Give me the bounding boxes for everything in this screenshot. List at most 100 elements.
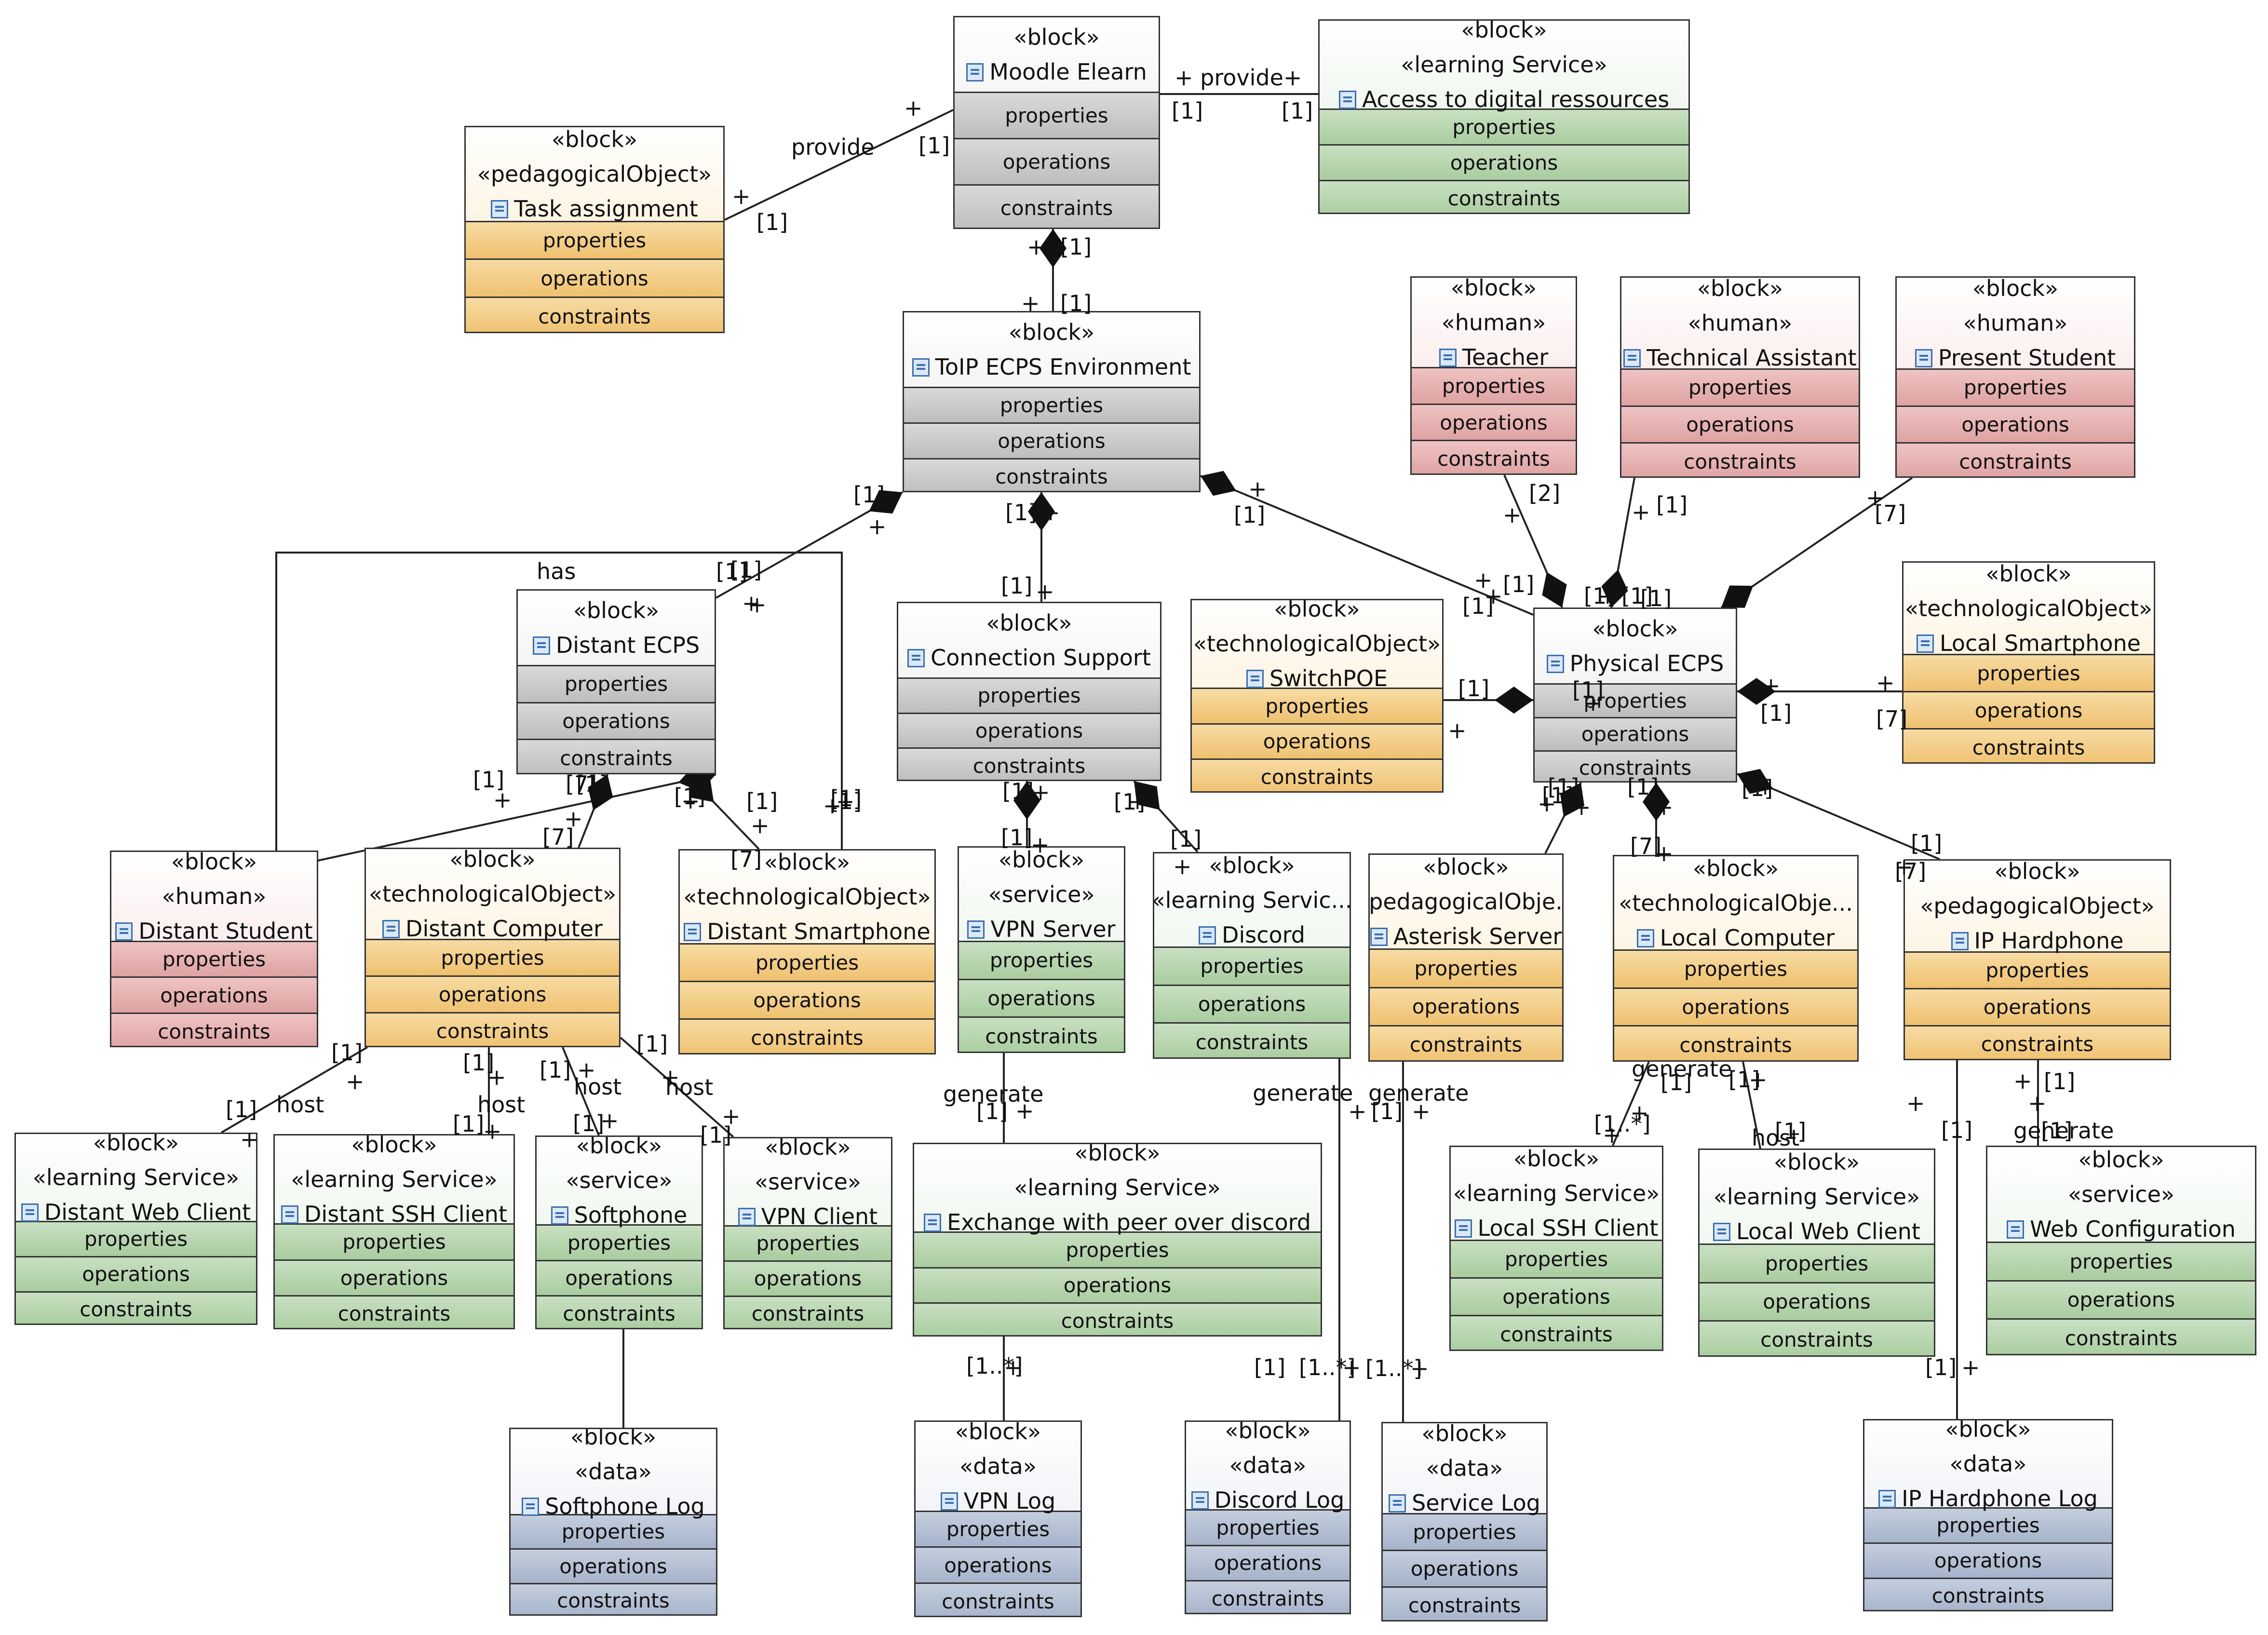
- block-localssh[interactable]: «block»«learning Service»Local SSH Clien…: [1449, 1146, 1663, 1351]
- compartment-constraints[interactable]: constraints: [1535, 750, 1736, 781]
- compartment-constraints[interactable]: constraints: [1154, 1022, 1350, 1057]
- compartment-properties[interactable]: properties: [1905, 951, 2170, 988]
- compartment-properties[interactable]: properties: [518, 665, 715, 702]
- compartment-operations[interactable]: operations: [366, 975, 619, 1013]
- connector-c2[interactable]: [724, 109, 954, 221]
- compartment-operations[interactable]: operations: [1700, 1282, 1934, 1320]
- compartment-operations[interactable]: operations: [1154, 984, 1350, 1023]
- compartment-operations[interactable]: operations: [1383, 1550, 1546, 1587]
- compartment-constraints[interactable]: constraints: [904, 458, 1199, 491]
- block-localweb[interactable]: «block»«learning Service»Local Web Clien…: [1698, 1149, 1935, 1357]
- compartment-properties[interactable]: properties: [1904, 654, 2154, 691]
- compartment-properties[interactable]: properties: [1621, 368, 1859, 405]
- compartment-constraints[interactable]: constraints: [1370, 1025, 1562, 1060]
- compartment-properties[interactable]: properties: [1987, 1241, 2255, 1280]
- compartment-properties[interactable]: properties: [1864, 1507, 2112, 1542]
- connector-c29[interactable]: [1612, 1061, 1650, 1146]
- connector-c23[interactable]: [562, 1047, 600, 1136]
- compartment-operations[interactable]: operations: [1905, 988, 2170, 1025]
- compartment-properties[interactable]: properties: [725, 1225, 891, 1260]
- compartment-constraints[interactable]: constraints: [1864, 1577, 2112, 1610]
- compartment-properties[interactable]: properties: [1154, 946, 1350, 985]
- block-distcomp[interactable]: «block»«technologicalObject»Distant Comp…: [364, 848, 621, 1047]
- compartment-operations[interactable]: operations: [916, 1546, 1080, 1583]
- compartment-constraints[interactable]: constraints: [537, 1295, 702, 1328]
- compartment-properties[interactable]: properties: [366, 939, 619, 976]
- compartment-constraints[interactable]: constraints: [680, 1018, 934, 1053]
- block-asterisk[interactable]: «block»«pedagogicalObje...Asterisk Serve…: [1368, 853, 1564, 1062]
- compartment-constraints[interactable]: constraints: [275, 1295, 513, 1328]
- compartment-constraints[interactable]: constraints: [518, 739, 715, 773]
- compartment-constraints[interactable]: constraints: [916, 1582, 1080, 1616]
- compartment-operations[interactable]: operations: [1320, 144, 1688, 180]
- compartment-constraints[interactable]: constraints: [1905, 1025, 2170, 1059]
- compartment-constraints[interactable]: constraints: [1987, 1318, 2255, 1354]
- compartment-properties[interactable]: properties: [1383, 1513, 1546, 1550]
- compartment-properties[interactable]: properties: [537, 1224, 702, 1260]
- compartment-constraints[interactable]: constraints: [1904, 728, 2154, 762]
- compartment-operations[interactable]: operations: [955, 138, 1159, 184]
- compartment-operations[interactable]: operations: [1897, 405, 2134, 443]
- compartment-constraints[interactable]: constraints: [1412, 440, 1576, 473]
- compartment-operations[interactable]: operations: [904, 422, 1199, 458]
- compartment-properties[interactable]: properties: [1186, 1509, 1350, 1545]
- compartment-operations[interactable]: operations: [1370, 986, 1562, 1025]
- compartment-operations[interactable]: operations: [1614, 987, 1857, 1026]
- compartment-operations[interactable]: operations: [898, 712, 1160, 748]
- compartment-properties[interactable]: properties: [275, 1223, 513, 1259]
- compartment-properties[interactable]: properties: [1451, 1239, 1662, 1277]
- compartment-operations[interactable]: operations: [537, 1259, 702, 1296]
- compartment-constraints[interactable]: constraints: [366, 1012, 619, 1046]
- compartment-constraints[interactable]: constraints: [725, 1295, 891, 1328]
- compartment-properties[interactable]: properties: [914, 1231, 1321, 1267]
- compartment-properties[interactable]: properties: [1370, 948, 1562, 987]
- compartment-operations[interactable]: operations: [111, 976, 317, 1013]
- compartment-operations[interactable]: operations: [725, 1260, 891, 1296]
- compartment-operations[interactable]: operations: [1451, 1277, 1662, 1315]
- compartment-operations[interactable]: operations: [16, 1256, 256, 1291]
- compartment-properties[interactable]: properties: [904, 387, 1199, 422]
- compartment-constraints[interactable]: constraints: [466, 297, 723, 332]
- block-exchange[interactable]: «block»«learning Service»Exchange with p…: [913, 1143, 1322, 1337]
- compartment-constraints[interactable]: constraints: [959, 1016, 1124, 1052]
- compartment-properties[interactable]: properties: [955, 92, 1159, 138]
- compartment-operations[interactable]: operations: [1621, 405, 1859, 443]
- compartment-properties[interactable]: properties: [16, 1220, 256, 1256]
- block-access[interactable]: «block»«learning Service»Access to digit…: [1318, 19, 1690, 214]
- block-distssh[interactable]: «block»«learning Service»Distant SSH Cli…: [273, 1134, 515, 1329]
- connector-c30[interactable]: [1742, 1061, 1761, 1149]
- connector-c6[interactable]: [1200, 475, 1534, 616]
- block-localsmart[interactable]: «block»«technologicalObject»Local Smartp…: [1902, 561, 2155, 764]
- compartment-properties[interactable]: properties: [1897, 368, 2134, 405]
- connector-c21[interactable]: [220, 1046, 368, 1134]
- compartment-properties[interactable]: properties: [466, 220, 723, 259]
- compartment-constraints[interactable]: constraints: [1383, 1586, 1546, 1620]
- compartment-operations[interactable]: operations: [275, 1259, 513, 1295]
- compartment-operations[interactable]: operations: [914, 1267, 1321, 1303]
- block-localcomp[interactable]: «block»«technologicalObje...Local Comput…: [1613, 855, 1859, 1062]
- compartment-operations[interactable]: operations: [1864, 1542, 2112, 1578]
- compartment-constraints[interactable]: constraints: [1451, 1314, 1662, 1350]
- compartment-constraints[interactable]: constraints: [1186, 1580, 1350, 1613]
- compartment-properties[interactable]: properties: [1535, 683, 1736, 717]
- connector-c7[interactable]: [315, 773, 716, 862]
- compartment-operations[interactable]: operations: [1987, 1280, 2255, 1319]
- compartment-properties[interactable]: properties: [898, 677, 1160, 713]
- compartment-operations[interactable]: operations: [511, 1548, 716, 1583]
